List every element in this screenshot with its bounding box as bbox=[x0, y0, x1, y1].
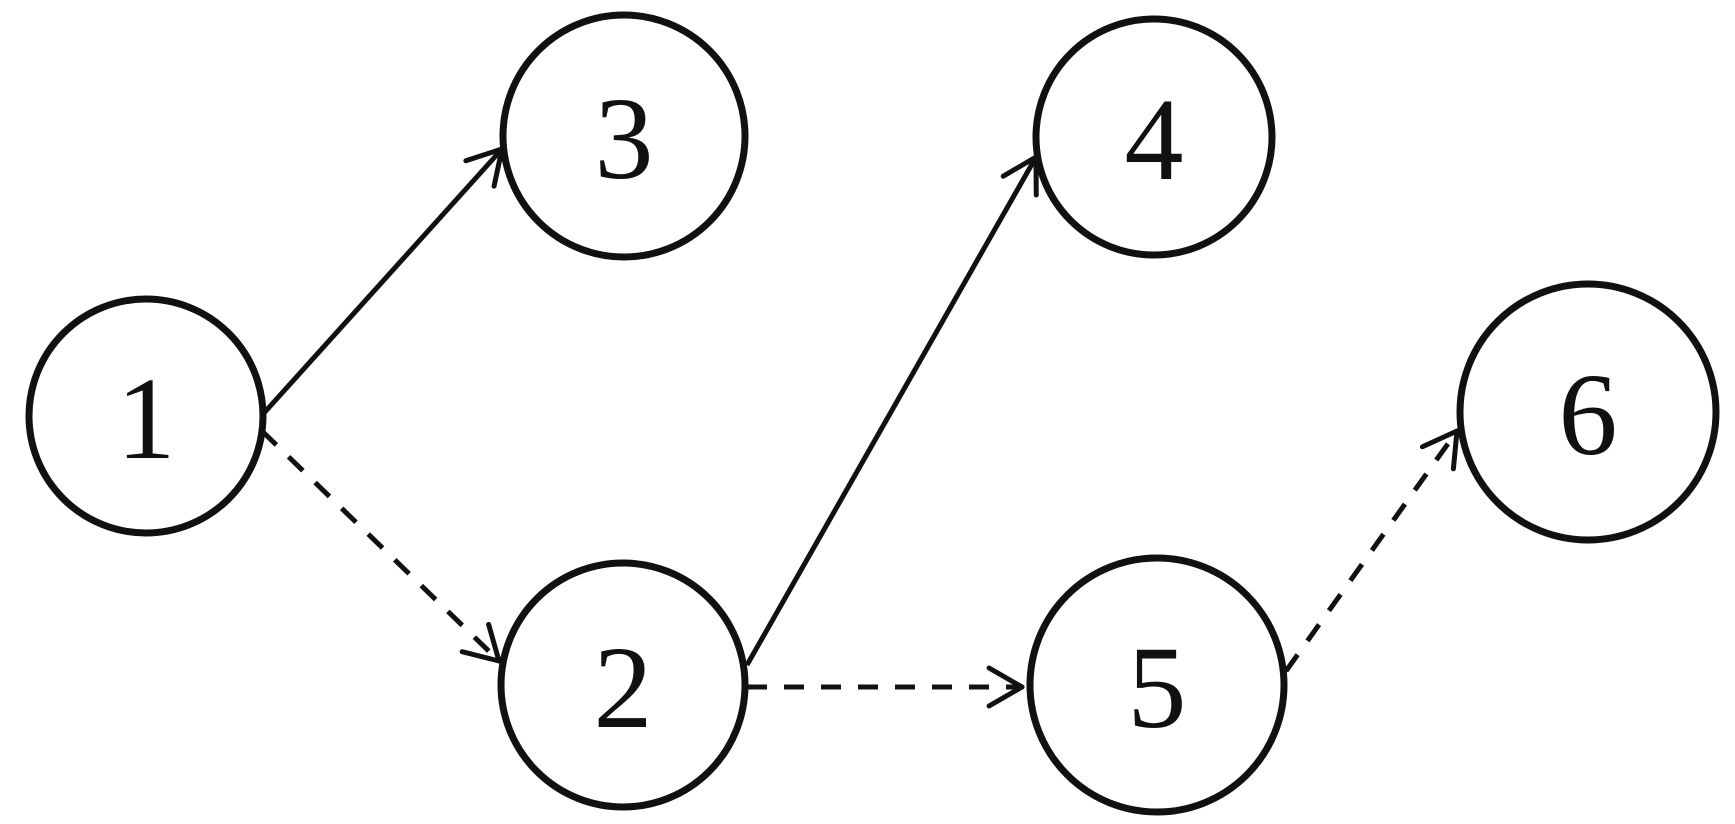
node-1: 1 bbox=[25, 295, 267, 537]
node-circle-3 bbox=[499, 11, 749, 261]
arrowhead-barb-icon bbox=[486, 621, 502, 664]
node-label-3: 3 bbox=[595, 73, 654, 204]
node-circle-1 bbox=[25, 295, 267, 537]
edge-1-to-3 bbox=[262, 146, 505, 415]
arrowhead-barb-icon bbox=[1000, 154, 1039, 179]
edge-1-to-2 bbox=[260, 429, 502, 664]
node-3: 3 bbox=[499, 11, 749, 261]
arrowhead-barb-icon bbox=[491, 146, 505, 189]
node-6: 6 bbox=[1456, 280, 1720, 544]
edge-line-solid bbox=[262, 147, 504, 415]
edge-2-to-4 bbox=[744, 154, 1039, 667]
node-2: 2 bbox=[497, 559, 749, 811]
edge-2-to-5 bbox=[747, 665, 1025, 709]
arrowhead-barb-icon bbox=[463, 146, 505, 164]
node-label-5: 5 bbox=[1128, 622, 1187, 753]
edge-line-solid bbox=[744, 155, 1039, 667]
node-5: 5 bbox=[1026, 554, 1288, 816]
node-label-4: 4 bbox=[1125, 74, 1184, 205]
node-circle-5 bbox=[1026, 554, 1288, 816]
node-circle-4 bbox=[1032, 15, 1276, 259]
node-circle-2 bbox=[497, 559, 749, 811]
node-4: 4 bbox=[1032, 15, 1276, 259]
node-label-6: 6 bbox=[1559, 349, 1618, 480]
arrowhead-barb-icon bbox=[1450, 428, 1460, 472]
edge-line-dashed bbox=[260, 429, 501, 663]
arrowhead-barb-icon bbox=[1419, 428, 1460, 450]
node-circle-6 bbox=[1456, 280, 1720, 544]
edge-5-to-6 bbox=[1283, 428, 1460, 673]
arrowhead-barb-icon bbox=[986, 665, 1025, 690]
arrowhead-barb-icon bbox=[986, 684, 1025, 709]
edge-line-dashed bbox=[1283, 429, 1460, 673]
node-label-2: 2 bbox=[594, 622, 653, 753]
arrowhead-barb-icon bbox=[459, 649, 502, 664]
node-label-1: 1 bbox=[117, 353, 176, 484]
